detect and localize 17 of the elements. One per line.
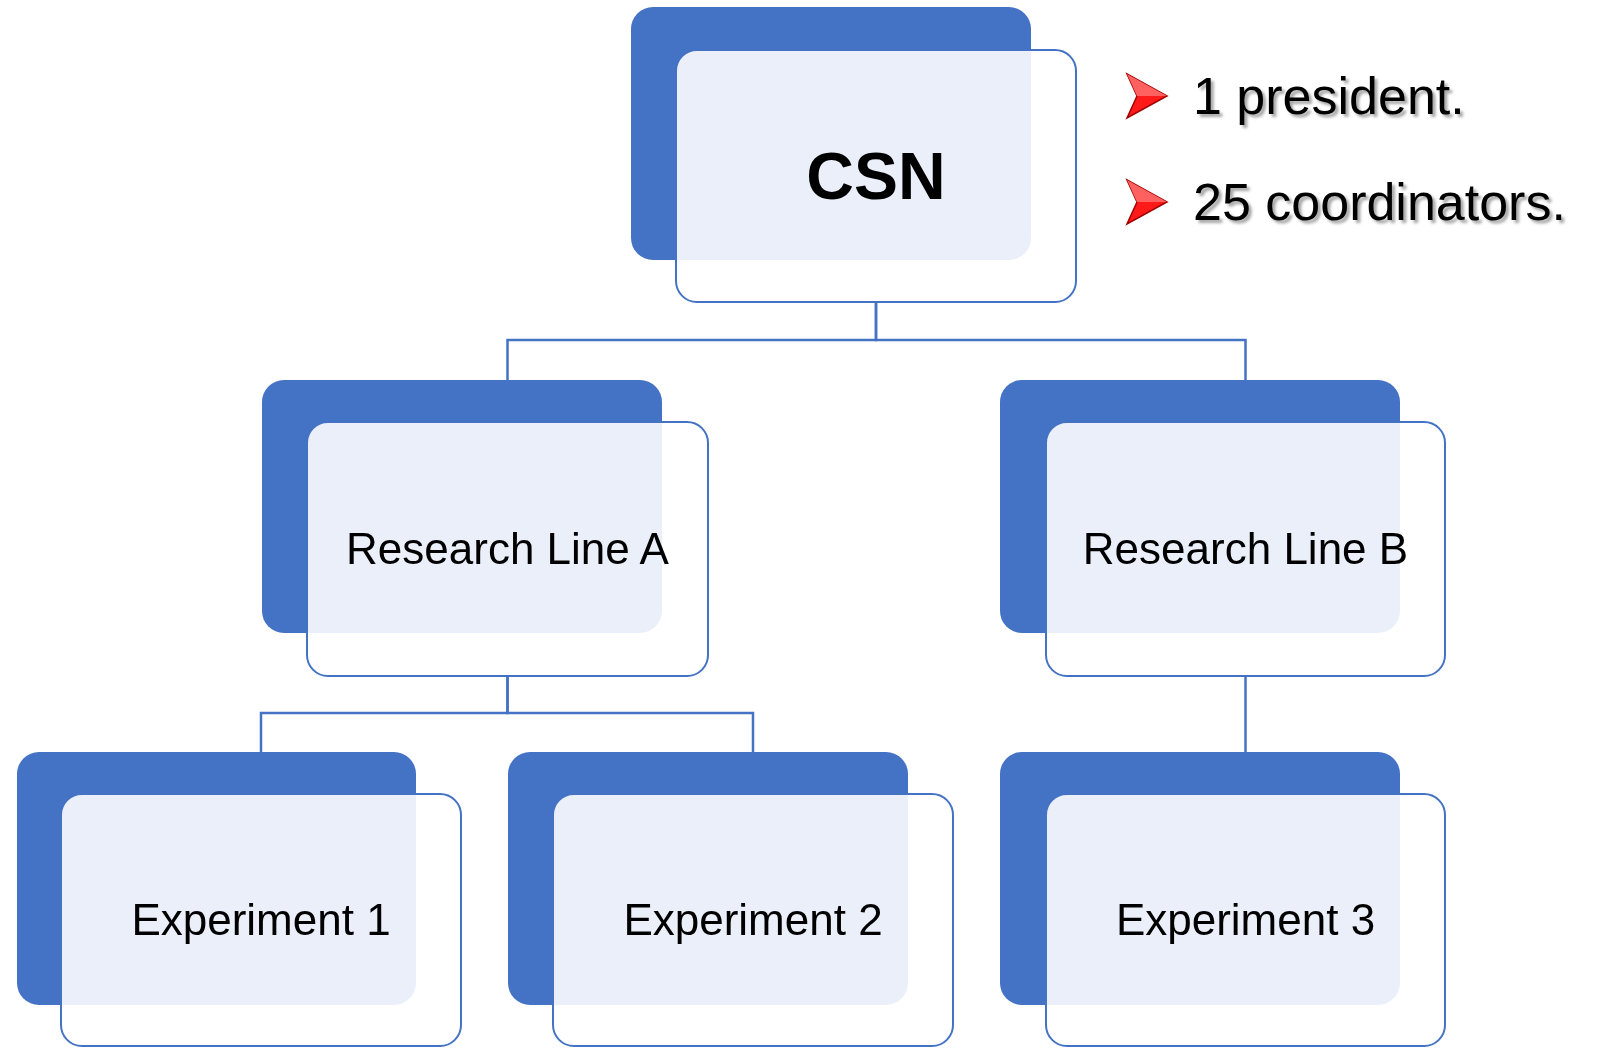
org-box <box>552 793 954 1047</box>
connector-line <box>1244 677 1247 752</box>
org-box <box>1045 421 1446 677</box>
box-label: CSN <box>806 138 946 214</box>
org-box <box>1045 793 1446 1047</box>
connector-line <box>874 303 1247 380</box>
box-label: Research Line A <box>346 524 669 574</box>
connector-line <box>506 677 755 752</box>
box-label: Research Line B <box>1082 524 1409 574</box>
box-label: Experiment 2 <box>623 895 883 945</box>
box-label: Experiment 1 <box>131 895 391 945</box>
bullet-text: 1 president. <box>1193 66 1465 126</box>
org-box <box>60 793 462 1047</box>
org-box <box>675 49 1077 303</box>
org-box <box>306 421 709 677</box>
bullet-text: 25 coordinators. <box>1193 172 1566 232</box>
box-label: Experiment 3 <box>1115 895 1376 945</box>
